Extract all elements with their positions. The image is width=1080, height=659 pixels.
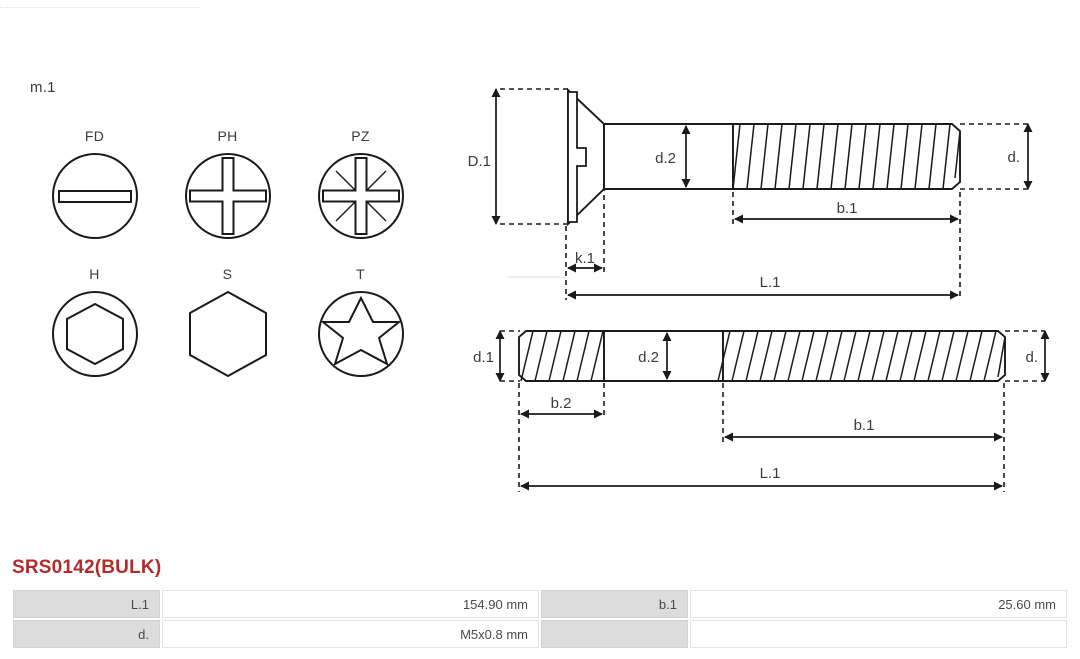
head-type-ph-label: PH [217, 128, 238, 144]
head-type-s: S [161, 266, 294, 380]
dimension-label-stud-total-length: L.1 [760, 465, 781, 482]
dimension-screw-head-diameter: D.1 [468, 88, 501, 225]
head-type-row-1: FD PH PZ [28, 128, 428, 242]
dimension-label-stud-left-thread-length: b.2 [551, 395, 572, 412]
dimension-stud-left-diameter: d.1 [473, 330, 505, 382]
screw-thread-section [732, 123, 961, 190]
hex-head-icon [182, 288, 274, 380]
dimension-label-head-height: k.1 [575, 250, 595, 267]
spec-key-empty [541, 620, 688, 648]
dimension-stud-right-diameter: d. [1025, 330, 1050, 382]
dimension-label-head-diameter: D.1 [468, 153, 491, 170]
countersunk-screw-figure: D.1 d.2 d. b.1 k.1 [468, 87, 1033, 300]
spec-value-empty [690, 620, 1067, 648]
slotted-head-icon [49, 150, 141, 242]
screw-extension-lines [500, 88, 1028, 300]
dimension-screw-thread-diameter: d. [1007, 123, 1033, 190]
spec-value-d: M5x0.8 mm [162, 620, 539, 648]
dimension-screw-total-length: L.1 [567, 274, 959, 300]
dimension-label-thread-length: b.1 [837, 200, 858, 217]
fastener-drawing-svg: D.1 d.2 d. b.1 k.1 [468, 87, 1050, 492]
hex-socket-head-icon [49, 288, 141, 380]
head-type-ph: PH [161, 128, 294, 242]
dimension-label-stud-right-diameter: d. [1025, 349, 1038, 366]
dimension-screw-shank-diameter: d.2 [655, 125, 691, 188]
table-row: L.1 154.90 mm b.1 25.60 mm [13, 590, 1067, 618]
head-type-fd: FD [28, 128, 161, 242]
head-type-t-label: T [356, 266, 365, 282]
table-row: d. M5x0.8 mm [13, 620, 1067, 648]
head-type-fd-label: FD [84, 128, 105, 144]
spec-value-b1: 25.60 mm [690, 590, 1067, 618]
dimension-label-stud-shank-diameter: d.2 [638, 349, 659, 366]
stud-mid-shank [603, 330, 724, 382]
dimension-screw-thread-length: b.1 [734, 200, 959, 224]
screw-head-slot [567, 91, 587, 223]
phillips-head-icon [182, 150, 274, 242]
head-type-pz: PZ [294, 128, 427, 242]
dimension-label-shank-diameter: d.2 [655, 150, 676, 167]
head-type-h-label: H [89, 266, 100, 282]
dimension-stud-shank-diameter: d.2 [638, 332, 672, 380]
dimension-stud-right-thread-length: b.1 [724, 417, 1003, 442]
stud-left-thread [518, 330, 605, 382]
head-type-t: T [294, 266, 427, 380]
specification-table: L.1 154.90 mm b.1 25.60 mm d. M5x0.8 mm [11, 588, 1069, 650]
technical-drawing: D.1 d.2 d. b.1 k.1 [468, 87, 1050, 492]
dimension-label-stud-right-thread-length: b.1 [854, 417, 875, 434]
head-type-h: H [28, 266, 161, 380]
head-type-grid: FD PH PZ [28, 128, 428, 380]
screw-body [567, 87, 734, 227]
stud-right-thread [717, 330, 1006, 382]
dimension-label-total-length: L.1 [760, 274, 781, 291]
head-type-s-label: S [222, 266, 233, 282]
dimension-label-stud-left-diameter: d.1 [473, 349, 494, 366]
spec-key-d: d. [13, 620, 160, 648]
pozidriv-head-icon [315, 150, 407, 242]
spec-key-l1: L.1 [13, 590, 160, 618]
part-number-heading: SRS0142(BULK) [12, 557, 162, 578]
stud-figure: d.1 d.2 d. b.2 b.1 [473, 330, 1050, 492]
torx-head-icon [315, 288, 407, 380]
spec-key-b1: b.1 [541, 590, 688, 618]
dimension-stud-total-length: L.1 [520, 465, 1003, 491]
head-type-row-2: H S T [28, 266, 428, 380]
dimension-label-thread-diameter: d. [1007, 149, 1020, 166]
drive-group-label: m.1 [30, 79, 56, 96]
dimension-screw-head-height: k.1 [508, 250, 603, 278]
dimension-stud-left-thread-length: b.2 [520, 395, 603, 419]
top-divider [0, 7, 200, 9]
spec-value-l1: 154.90 mm [162, 590, 539, 618]
head-type-pz-label: PZ [351, 128, 370, 144]
